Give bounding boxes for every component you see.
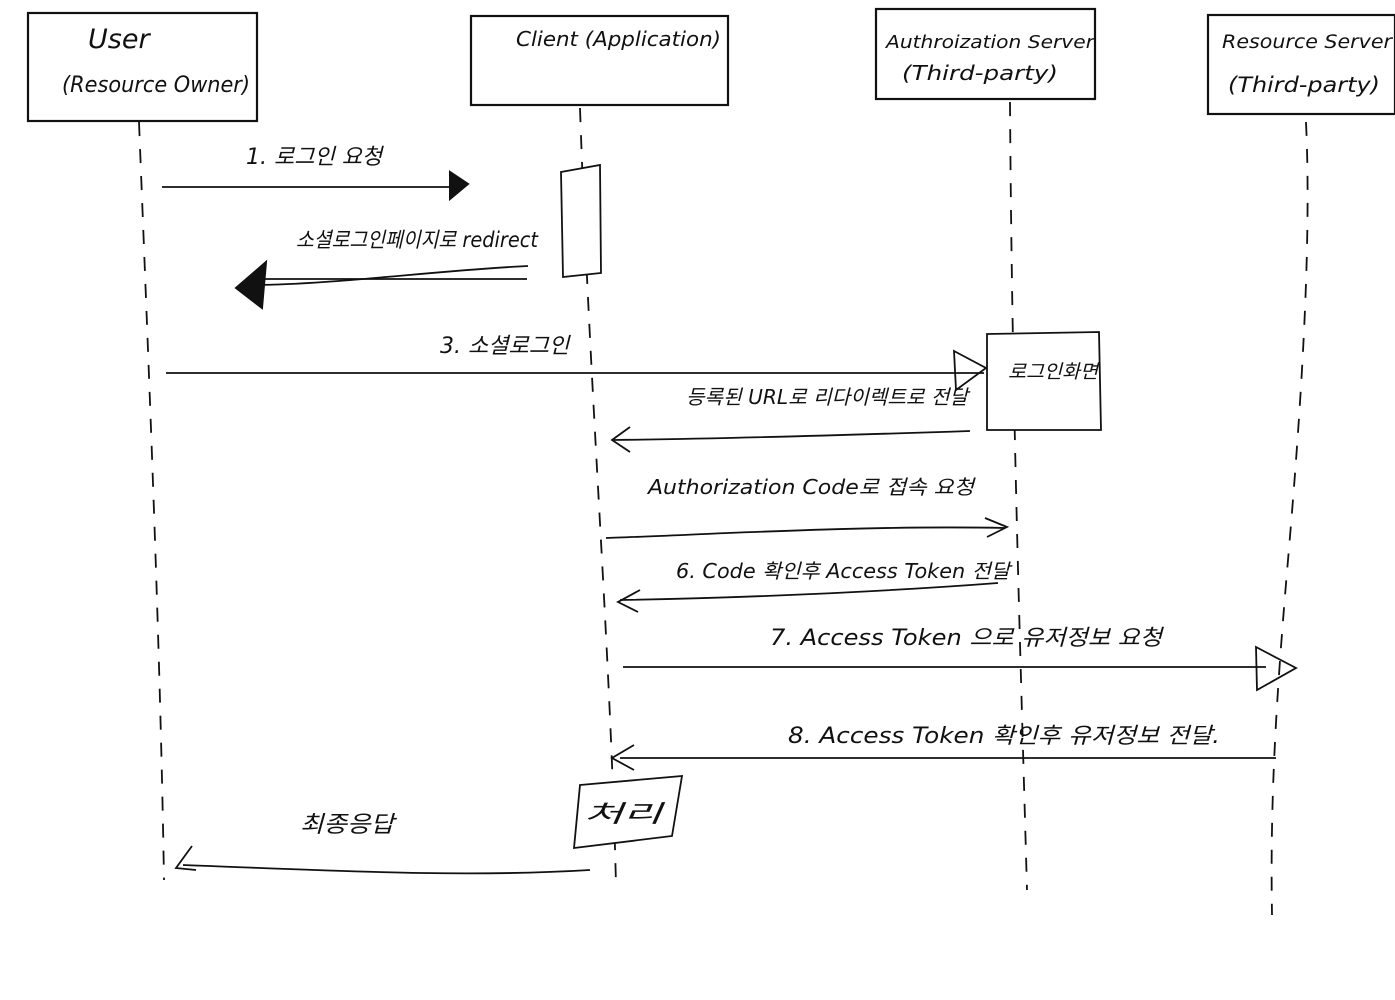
message-3: 3. 소셜로그인 — [166, 334, 988, 392]
message-6-arrowhead — [616, 589, 641, 613]
actor-resource-server-box — [1206, 13, 1395, 116]
lifeline-client — [579, 107, 617, 886]
message-2-label: 소셜로그인페이지로 redirect — [296, 228, 539, 252]
message-2-arrowhead — [234, 259, 268, 310]
message-5-label: Authorization Code로 접속 요청 — [646, 475, 977, 499]
lifeline-auth-server — [1009, 101, 1028, 891]
message-5: Authorization Code로 접속 요청 — [605, 475, 1010, 539]
login-screen-note-box — [986, 331, 1102, 431]
actor-resource-server-role: (Third-party) — [1228, 73, 1380, 97]
message-8-label: 8. Access Token 확인후 유저정보 전달. — [788, 724, 1220, 749]
message-1: 1. 로그인 요청 — [162, 145, 470, 202]
actor-auth-server-box — [874, 7, 1097, 101]
message-4-arrowhead — [610, 426, 631, 453]
actor-user: User (Resource Owner) — [26, 11, 259, 123]
actor-auth-server-role: (Third-party) — [902, 61, 1058, 85]
message-9: 최종응답 — [174, 812, 591, 875]
message-4-label: 등록된 URL로 리다이렉트로 전달 — [686, 385, 971, 409]
message-1-label: 1. 로그인 요청 — [246, 145, 385, 170]
actor-user-name: User — [88, 24, 151, 55]
login-screen-note-label: 로그인화면 — [1008, 361, 1101, 383]
login-screen-note: 로그인화면 — [986, 331, 1102, 431]
message-3-arrowhead — [953, 349, 988, 392]
message-1-arrowhead — [449, 170, 470, 202]
lifeline-resource-server — [1270, 121, 1309, 916]
actor-client-name: Client (Application) — [516, 27, 721, 51]
message-6-line — [619, 582, 999, 601]
message-9-line — [182, 864, 591, 875]
actor-resource-server: Resource Server (Third-party) — [1206, 13, 1395, 116]
actor-user-role: (Resource Owner) — [62, 73, 250, 98]
message-8: 8. Access Token 확인후 유저정보 전달. — [610, 724, 1276, 771]
message-9-arrowhead — [174, 845, 197, 871]
lifeline-user — [138, 121, 165, 881]
message-4: 등록된 URL로 리다이렉트로 전달 — [610, 385, 971, 453]
message-6: 6. Code 확인후 Access Token 전달 — [616, 559, 1013, 613]
actor-client: Client (Application) — [469, 14, 730, 107]
message-9-label: 최종응답 — [300, 812, 397, 838]
message-6-label: 6. Code 확인후 Access Token 전달 — [676, 559, 1013, 583]
message-7-label: 7. Access Token 으로 유저정보 요청 — [770, 626, 1165, 651]
actor-auth-server: Authroization Server (Third-party) — [874, 7, 1097, 101]
message-4-line — [613, 430, 971, 441]
message-2: 소셜로그인페이지로 redirect — [234, 228, 539, 310]
message-5-arrowhead — [984, 517, 1010, 538]
message-8-arrowhead — [610, 744, 635, 771]
actor-auth-server-name: Authroization Server — [885, 32, 1096, 53]
processing-note-box — [572, 775, 684, 850]
message-3-label: 3. 소셜로그인 — [440, 334, 571, 359]
actor-user-box — [26, 11, 259, 123]
actor-client-box — [469, 14, 730, 107]
processing-note-label: 처리 — [584, 800, 665, 828]
message-7-arrowhead — [1255, 645, 1298, 692]
message-2-line-upper — [251, 265, 529, 286]
actor-resource-server-name: Resource Server — [1222, 31, 1393, 53]
message-5-line — [605, 526, 1006, 539]
processing-note: 처리 — [572, 775, 684, 850]
message-7: 7. Access Token 으로 유저정보 요청 — [623, 626, 1298, 692]
client-activation-box — [560, 163, 602, 278]
